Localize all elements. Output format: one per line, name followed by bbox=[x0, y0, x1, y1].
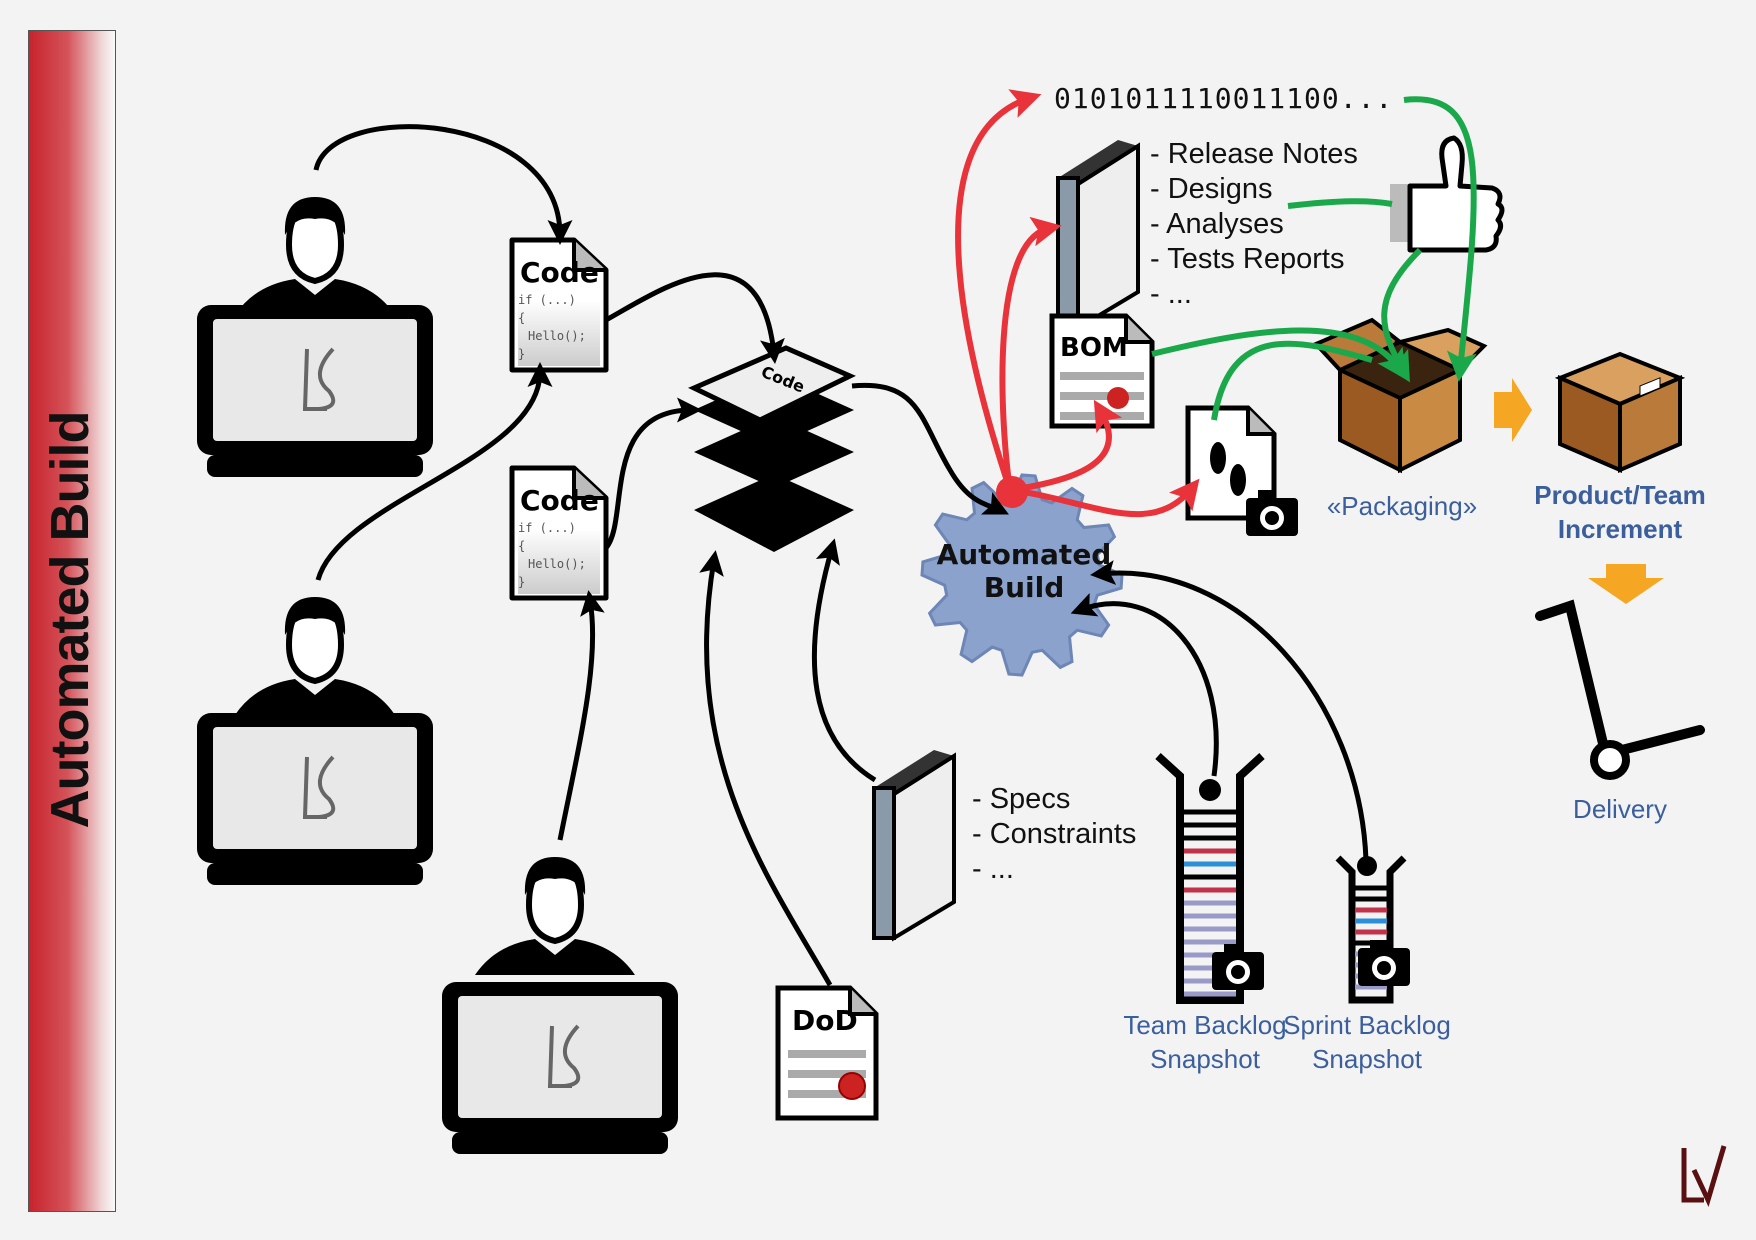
arrow-bom-to-box bbox=[1151, 327, 1407, 380]
developer-1 bbox=[235, 197, 395, 315]
arrow-gear-to-bom bbox=[1009, 399, 1123, 493]
laptop-1-icon bbox=[195, 303, 435, 479]
gear-label-line1: Automated bbox=[936, 538, 1112, 571]
svg-text:Code: Code bbox=[520, 484, 599, 517]
svg-text:{: { bbox=[518, 311, 525, 325]
hand-truck-icon bbox=[1535, 599, 1705, 780]
arrow-dev1-to-code1 bbox=[313, 124, 573, 245]
arrow-trace-to-box bbox=[1211, 340, 1373, 421]
artifact-item-4: - Tests Reports bbox=[1150, 243, 1345, 275]
artifacts-book-icon bbox=[1056, 138, 1140, 330]
arrow-binary-to-box bbox=[1403, 96, 1477, 382]
artifact-item-1: - Release Notes bbox=[1150, 138, 1358, 170]
code-stack-icon: Code bbox=[688, 345, 856, 552]
gear-icon bbox=[920, 473, 1124, 677]
red-origin-dot bbox=[996, 476, 1028, 508]
arrow-dev3-to-code2 bbox=[557, 590, 605, 841]
svg-text:DoD: DoD bbox=[792, 1004, 858, 1037]
packaging-label: «Packaging» bbox=[1326, 491, 1478, 521]
arrow-sprintbacklog-to-gear bbox=[1090, 560, 1369, 861]
artifact-item-3: - Analyses bbox=[1150, 208, 1284, 240]
logo-icon bbox=[1681, 1145, 1727, 1208]
arrow-code2-to-stack bbox=[603, 397, 702, 550]
team-backlog-line1: Team Backlog bbox=[1123, 1010, 1287, 1040]
team-backlog-icon bbox=[1155, 753, 1265, 1004]
svg-text:}: } bbox=[518, 575, 525, 589]
arrow-gear-to-binary bbox=[955, 89, 1042, 491]
svg-text:BOM: BOM bbox=[1060, 333, 1128, 363]
sprint-backlog-camera-icon bbox=[1358, 940, 1410, 986]
green-arrows bbox=[1151, 96, 1477, 421]
arrow-gear-to-trace bbox=[1009, 478, 1200, 518]
team-backlog-label: Team Backlog Snapshot bbox=[1123, 1008, 1286, 1076]
arrow-analyses-to-thumb bbox=[1287, 198, 1393, 209]
gear-label-line2: Build bbox=[983, 571, 1065, 604]
code-doc-2: Code if (...) { Hello(); } bbox=[512, 468, 606, 598]
arrow-teambacklog-to-gear bbox=[1070, 593, 1219, 777]
bom-doc: BOM bbox=[1049, 313, 1155, 429]
packaging-arrow bbox=[1494, 378, 1532, 442]
sprint-backlog-line1: Sprint Backlog bbox=[1283, 1010, 1451, 1040]
input-item-3: - ... bbox=[972, 853, 1014, 885]
increment-line1: Product/Team bbox=[1534, 480, 1706, 510]
sprint-backlog-label: Sprint Backlog Snapshot bbox=[1283, 1008, 1451, 1076]
arrow-dev2-to-code1 bbox=[315, 362, 553, 581]
binary-output: 0101011110011100... bbox=[1054, 82, 1394, 115]
svg-text:Code: Code bbox=[520, 256, 599, 289]
dod-doc: DoD bbox=[775, 985, 879, 1121]
input-item-1: - Specs bbox=[972, 783, 1071, 815]
arrow-specs-to-stack bbox=[811, 538, 877, 783]
laptop-2-icon bbox=[195, 711, 435, 887]
delivery-label: Delivery bbox=[1573, 794, 1667, 824]
svg-text:Hello();: Hello(); bbox=[528, 557, 586, 571]
thumbs-up-icon bbox=[1390, 135, 1505, 253]
team-backlog-camera-icon bbox=[1212, 944, 1264, 990]
arrow-gear-to-artifacts bbox=[999, 216, 1062, 491]
laptop-3-icon bbox=[440, 980, 680, 1156]
increment-line2: Increment bbox=[1557, 514, 1683, 544]
team-backlog-line2: Snapshot bbox=[1150, 1044, 1260, 1074]
black-arrows bbox=[313, 124, 1369, 987]
closed-box-icon bbox=[1554, 351, 1686, 474]
arrow-stack-to-gear bbox=[851, 382, 1009, 515]
developer-2 bbox=[235, 597, 395, 715]
svg-text:if (...): if (...) bbox=[518, 521, 576, 535]
svg-text:Hello();: Hello(); bbox=[528, 329, 586, 343]
specs-book-icon bbox=[872, 748, 956, 940]
increment-label: Product/Team Increment bbox=[1534, 478, 1705, 546]
open-box-icon bbox=[1312, 317, 1488, 474]
arrow-dod-to-stack bbox=[699, 550, 833, 987]
red-arrows bbox=[955, 89, 1200, 518]
input-item-2: - Constraints bbox=[972, 818, 1137, 850]
svg-text:{: { bbox=[518, 539, 525, 553]
svg-text:}: } bbox=[518, 347, 525, 361]
artifact-item-2: - Designs bbox=[1150, 173, 1273, 205]
sprint-backlog-line2: Snapshot bbox=[1312, 1044, 1422, 1074]
title-bar bbox=[28, 30, 116, 1212]
gear-label: Automated Build bbox=[937, 538, 1112, 604]
arrow-code1-to-stack bbox=[604, 272, 785, 364]
delivery-arrow bbox=[1588, 564, 1664, 604]
artifact-item-5: - ... bbox=[1150, 278, 1192, 310]
svg-text:if (...): if (...) bbox=[518, 293, 576, 307]
developer-3 bbox=[475, 857, 635, 975]
code-doc-1: Code if (...) { Hello(); } bbox=[512, 240, 606, 370]
